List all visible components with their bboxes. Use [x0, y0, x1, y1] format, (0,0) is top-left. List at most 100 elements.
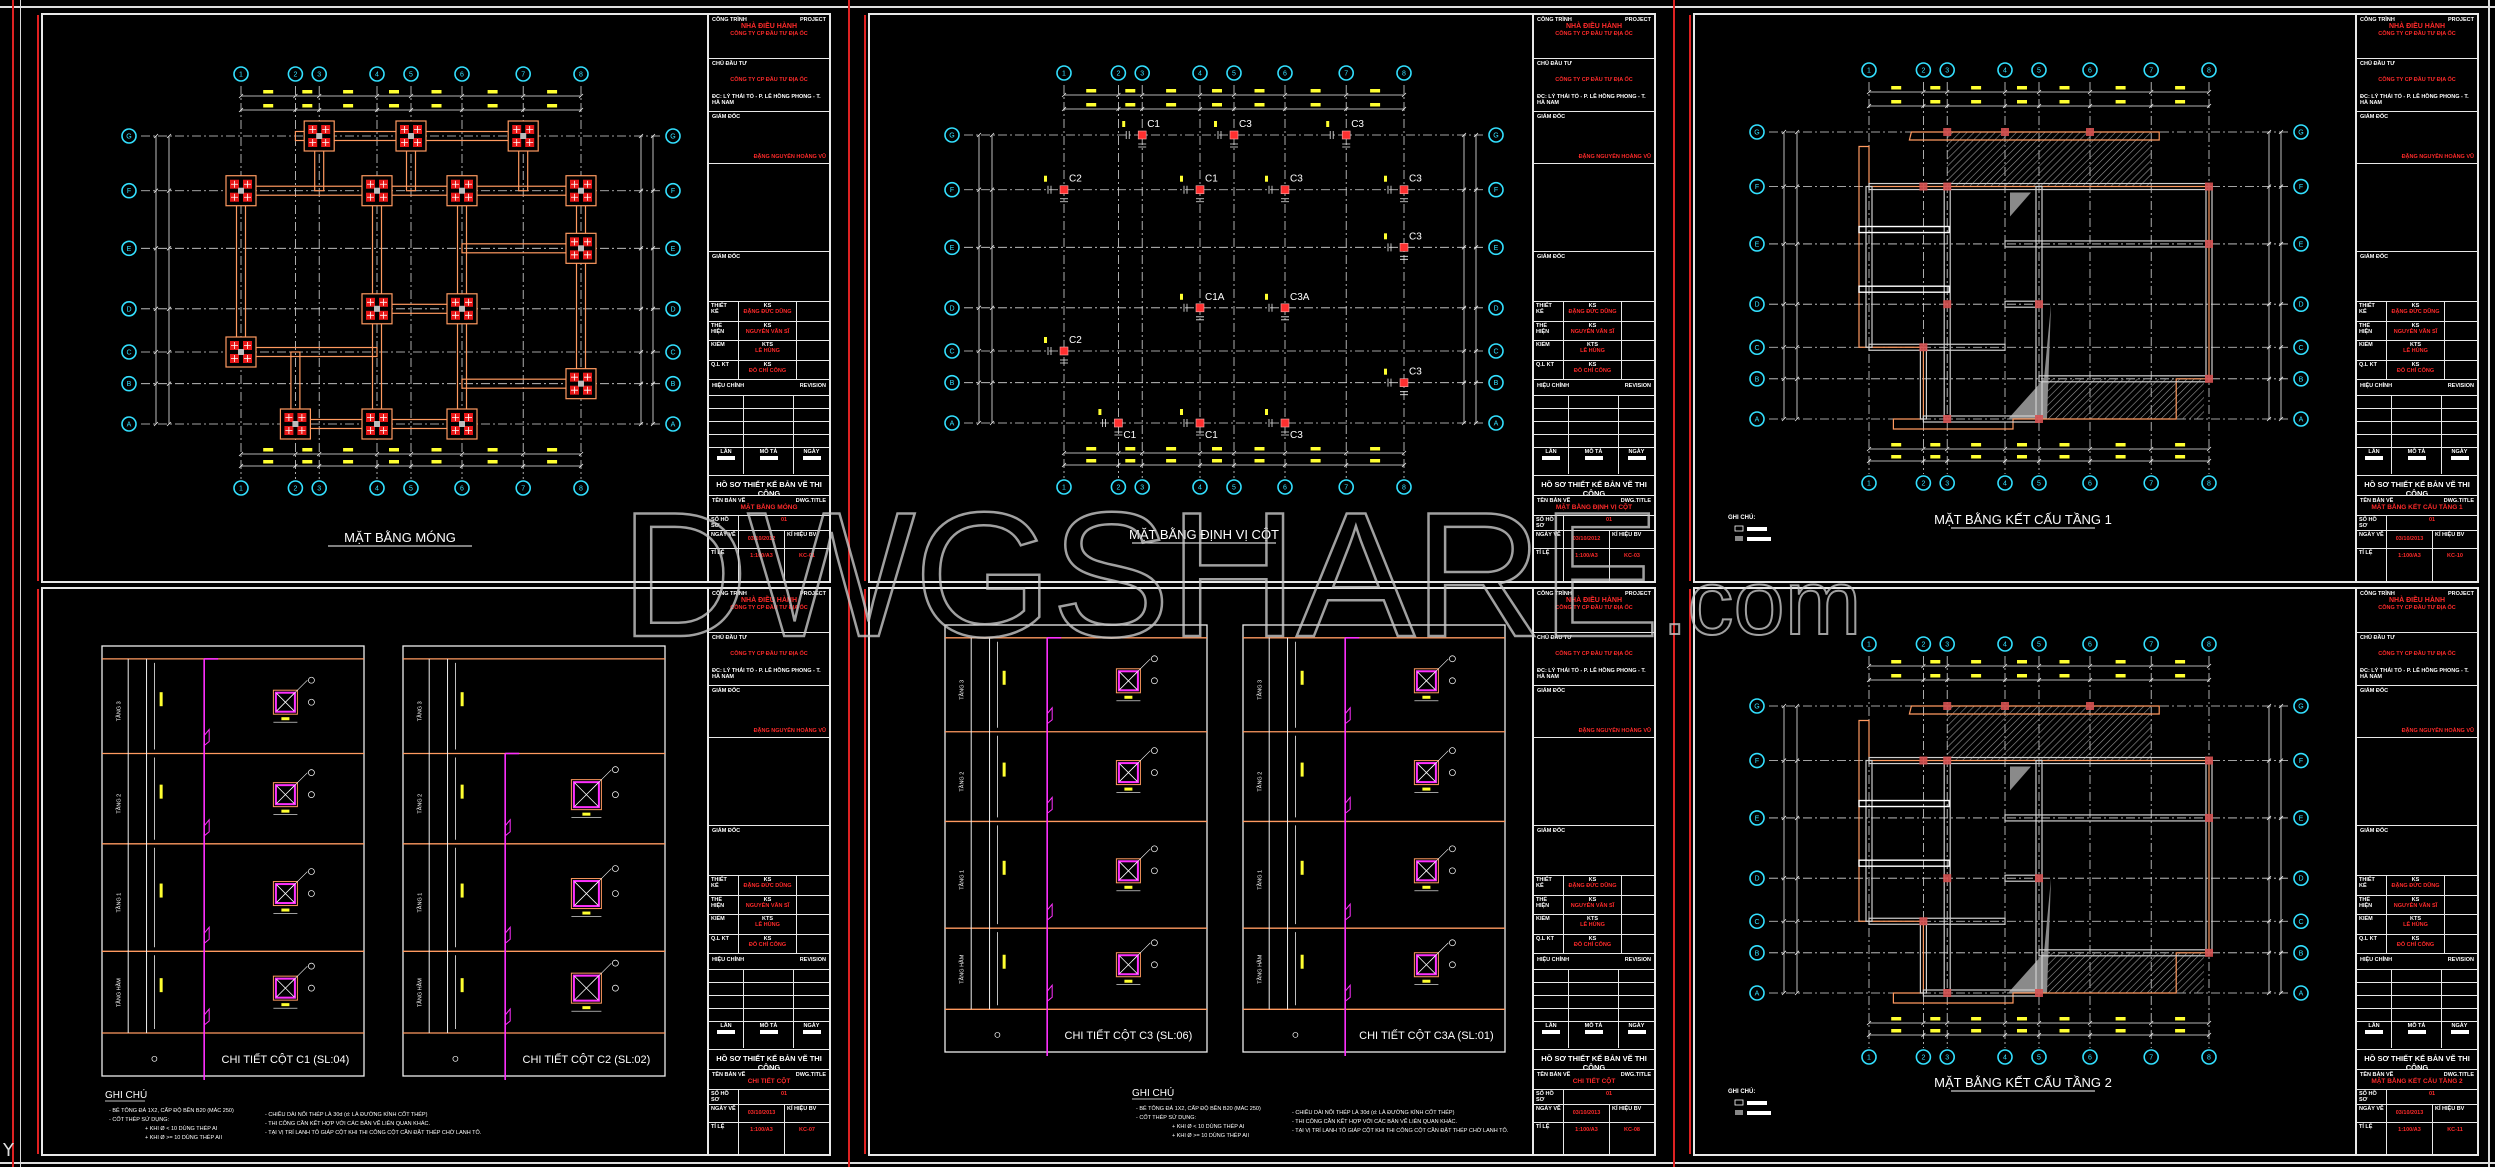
grid-bubble-label: 2 [1921, 642, 1925, 649]
grid-bubble [1749, 698, 1765, 714]
pile-cross [584, 238, 591, 246]
dimension-tick [1473, 305, 1479, 311]
tb-date: 03/10/2013 [2387, 1105, 2433, 1122]
note-line: - CHIỀU DÀI NỐI THÉP LÀ 30d (d: LÀ ĐƯỜNG… [265, 1111, 428, 1118]
dimension-value-mark [1370, 89, 1381, 93]
grid-bubble-label: 7 [1344, 485, 1348, 492]
tb-revision-row [2357, 983, 2477, 996]
dimension-tick [408, 93, 414, 99]
dimension-tick [989, 305, 995, 311]
tb-revision-label: HIỆU CHỈNH [712, 383, 745, 389]
tb-code-label: KÍ HIỆU BV [2435, 1106, 2465, 1112]
detail-frame [101, 645, 365, 1077]
legend-redacted-box [1747, 537, 1771, 541]
section-outline [1115, 760, 1141, 786]
tb-date-label-cell: NGÀY VẼ [709, 1105, 739, 1122]
tb-date-label: NGÀY VẼ [711, 1106, 736, 1112]
tb-revision-cell [1534, 1009, 1569, 1021]
dimension-tick [238, 463, 244, 469]
dimension-value-mark [1125, 89, 1136, 93]
grid-bubble [2293, 371, 2309, 387]
grid-bubble [121, 375, 137, 392]
grid-bubble-label: C [2298, 345, 2303, 352]
tb-revision-row [2357, 422, 2477, 435]
tb-revision-cell [2392, 1009, 2442, 1021]
dimension-value-mark [1166, 89, 1177, 93]
dimension-tick [1231, 106, 1237, 112]
dimension-tick [2266, 758, 2272, 763]
tb-file-no-label: SỐ HỒ SƠ [711, 517, 729, 530]
tb-dwg-title-label: TÊN BẢN VẼ [712, 498, 746, 504]
tb-date-label: NGÀY VẼ [711, 532, 736, 538]
tb-revision-cell [794, 996, 829, 1008]
dimension-tick [1794, 758, 1800, 763]
tb-redacted-box [802, 455, 821, 460]
grid-bubble-label: 3 [1945, 481, 1949, 488]
frame-white-line [2488, 0, 2490, 1167]
grid-bubble [1861, 475, 1877, 491]
grid-bubble [1997, 1049, 2013, 1065]
tb-date-label: NGÀY VẼ [2359, 1106, 2384, 1112]
dimension-value-mark [1212, 89, 1222, 93]
grid-bubble [1749, 870, 1765, 887]
grid-bubble [2031, 475, 2047, 491]
column-section [1413, 747, 1456, 793]
column [2205, 239, 2213, 248]
dimension-tick [2002, 89, 2008, 95]
dimension-tick [2036, 677, 2042, 683]
dimension-tick [166, 349, 172, 355]
tb-code-label: KÍ HIỆU BV [1612, 532, 1642, 538]
tb-code: KC-11 [2447, 1127, 2463, 1133]
grid-bubble-label: B [1494, 380, 1499, 387]
tb-project-owner: CÔNG TY CP ĐẦU TƯ ĐỊA ỐC [730, 31, 808, 38]
leader-line [1132, 848, 1151, 868]
dimension-value-mark [1930, 1029, 1941, 1033]
tb-code-label-cell: KÍ HIỆU BV [1610, 1105, 1654, 1122]
grid-bubble-label: 6 [460, 486, 464, 493]
pile-cross [513, 126, 521, 133]
section-callout [1292, 1032, 1299, 1038]
dimension-value-mark [1930, 674, 1941, 678]
pile-cross [584, 180, 591, 188]
column [2205, 374, 2213, 383]
column-offset-mark [1268, 185, 1289, 203]
grid-bubble [121, 128, 137, 144]
dimension-value-mark [1122, 121, 1126, 127]
grid-bubble [1939, 475, 1955, 491]
tb-revision-cell [1534, 970, 1569, 982]
tb-signer-name: ĐỖ CHÍ CÔNG [2396, 367, 2435, 374]
grid-bubble [1861, 1049, 1877, 1065]
section-outline [1115, 668, 1141, 694]
tb-signature-cell [2445, 302, 2477, 321]
dimension-tick [2206, 1032, 2212, 1038]
tb-date: 03/10/2013 [2387, 531, 2433, 548]
tb-code-label-cell: KÍ HIỆU BV [1610, 531, 1654, 548]
column-section [570, 959, 619, 1012]
grid-bubble-label: G [949, 133, 954, 140]
grid-bubble-label: 2 [1921, 68, 1925, 75]
tb-project-name: NHÀ ĐIỀU HÀNH [1566, 597, 1622, 605]
column-offset-mark [1387, 243, 1408, 260]
grid-bubble [2082, 62, 2098, 78]
beam-outline [1908, 705, 2160, 715]
